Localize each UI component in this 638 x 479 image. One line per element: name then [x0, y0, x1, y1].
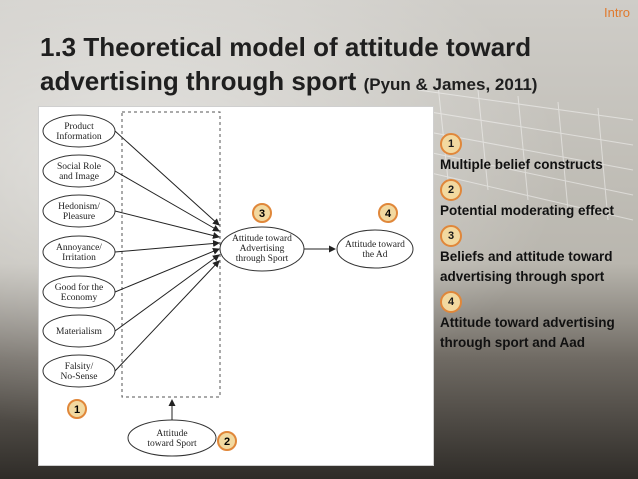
legend-text-4: Attitude toward advertising through spor…	[440, 315, 615, 350]
marker-3-text: 3	[259, 208, 265, 220]
marker-1: 1	[67, 399, 87, 419]
legend-text-3: Beliefs and attitude toward advertising …	[440, 249, 613, 284]
marker-2-text: 2	[224, 436, 230, 448]
legend-item-4: 4 Attitude toward advertising through sp…	[440, 291, 630, 353]
legend-badge-1: 1	[440, 133, 462, 155]
marker-4: 4	[378, 203, 398, 223]
belief-label-6: Materialism	[56, 327, 103, 337]
legend-item-1: 1 Multiple belief constructs	[440, 133, 630, 175]
marker-4-text: 4	[385, 208, 392, 220]
belief-label-4: Annoyance/Irritation	[56, 243, 102, 263]
legend-text-2: Potential moderating effect	[440, 203, 615, 218]
marker-3: 3	[252, 203, 272, 223]
right-node-ellipse	[336, 229, 414, 269]
section-label: Intro	[603, 5, 630, 20]
legend-badge-4: 4	[440, 291, 462, 313]
legend-item-2: 2 Potential moderating effect	[440, 179, 630, 221]
title-citation: (Pyun & James, 2011)	[363, 75, 538, 94]
belief-arrows	[114, 130, 220, 372]
legend-list: 1 Multiple belief constructs 2 Potential…	[440, 133, 630, 357]
slide-title: 1.3 Theoretical model of attitude toward…	[40, 30, 600, 102]
legend-item-3: 3 Beliefs and attitude toward advertisin…	[440, 225, 630, 287]
title-main: 1.3 Theoretical model of attitude toward…	[40, 32, 532, 96]
legend-badge-2: 2	[440, 179, 462, 201]
marker-2: 2	[217, 431, 237, 451]
belief-label-3: Hedonism/Pleasure	[58, 202, 100, 222]
beliefs-dashed-box	[121, 111, 221, 398]
legend-badge-3: 3	[440, 225, 462, 247]
legend-text-1: Multiple belief constructs	[440, 157, 603, 172]
belief-label-7: Falsity/No-Sense	[61, 362, 98, 382]
marker-1-text: 1	[74, 404, 80, 416]
belief-ellipses	[42, 114, 116, 388]
